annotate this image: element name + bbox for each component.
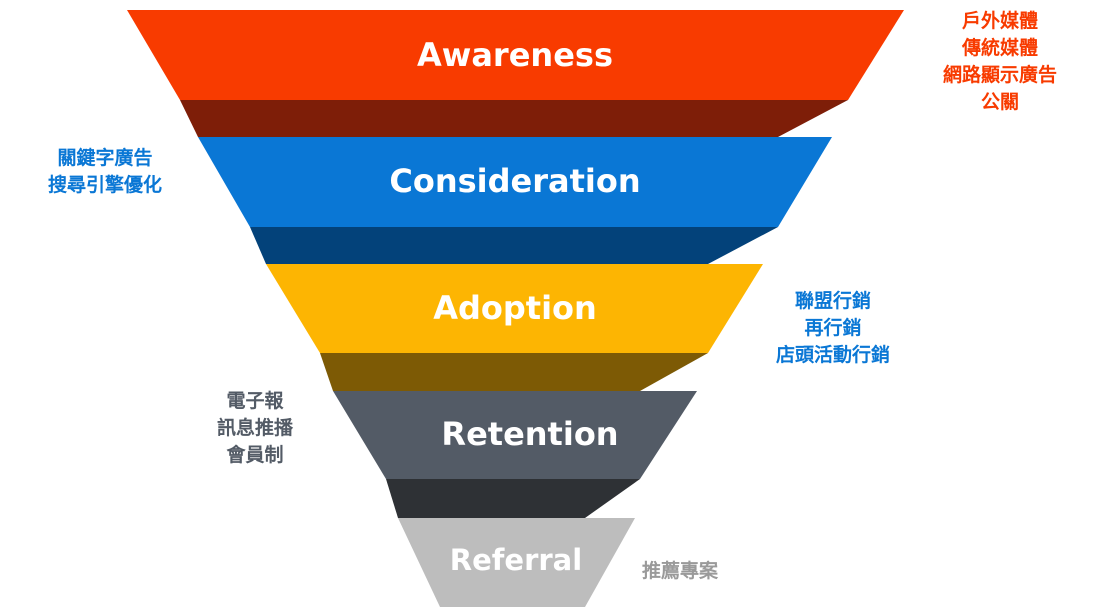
stage-awareness-label: Awareness xyxy=(417,36,613,74)
connector-adoption-retention xyxy=(320,353,708,391)
note-line: 聯盟行銷 xyxy=(794,290,871,312)
stage-consideration xyxy=(198,137,832,227)
note-consideration: 關鍵字廣告 搜尋引擎優化 xyxy=(20,145,190,199)
note-line: 推薦專案 xyxy=(641,560,718,582)
note-adoption: 聯盟行銷 再行銷 店頭活動行銷 xyxy=(748,288,918,369)
note-line: 店頭活動行銷 xyxy=(775,344,890,366)
stage-retention-label: Retention xyxy=(441,415,618,453)
note-line: 公關 xyxy=(980,91,1019,113)
note-line: 電子報 xyxy=(226,390,284,412)
note-line: 戶外媒體 xyxy=(961,10,1038,32)
connector-awareness-consideration xyxy=(180,100,848,137)
note-line: 再行銷 xyxy=(804,317,862,339)
note-line: 傳統媒體 xyxy=(961,37,1038,59)
note-referral: 推薦專案 xyxy=(620,558,740,585)
stage-consideration-label: Consideration xyxy=(389,162,640,200)
connector-retention-referral xyxy=(386,479,640,518)
note-line: 搜尋引擎優化 xyxy=(47,174,162,196)
stage-adoption-label: Adoption xyxy=(433,289,597,327)
note-line: 訊息推播 xyxy=(216,417,293,439)
note-line: 關鍵字廣告 xyxy=(57,147,153,169)
stage-referral xyxy=(398,518,635,607)
stage-retention xyxy=(333,391,697,479)
stage-awareness xyxy=(127,10,904,100)
stage-referral-label: Referral xyxy=(450,543,582,577)
connector-consideration-adoption xyxy=(250,227,778,264)
note-line: 會員制 xyxy=(226,444,284,466)
stage-adoption xyxy=(266,264,763,353)
note-retention: 電子報 訊息推播 會員制 xyxy=(192,388,318,469)
note-awareness: 戶外媒體 傳統媒體 網路顯示廣告 公關 xyxy=(915,8,1085,116)
note-line: 網路顯示廣告 xyxy=(942,64,1057,86)
